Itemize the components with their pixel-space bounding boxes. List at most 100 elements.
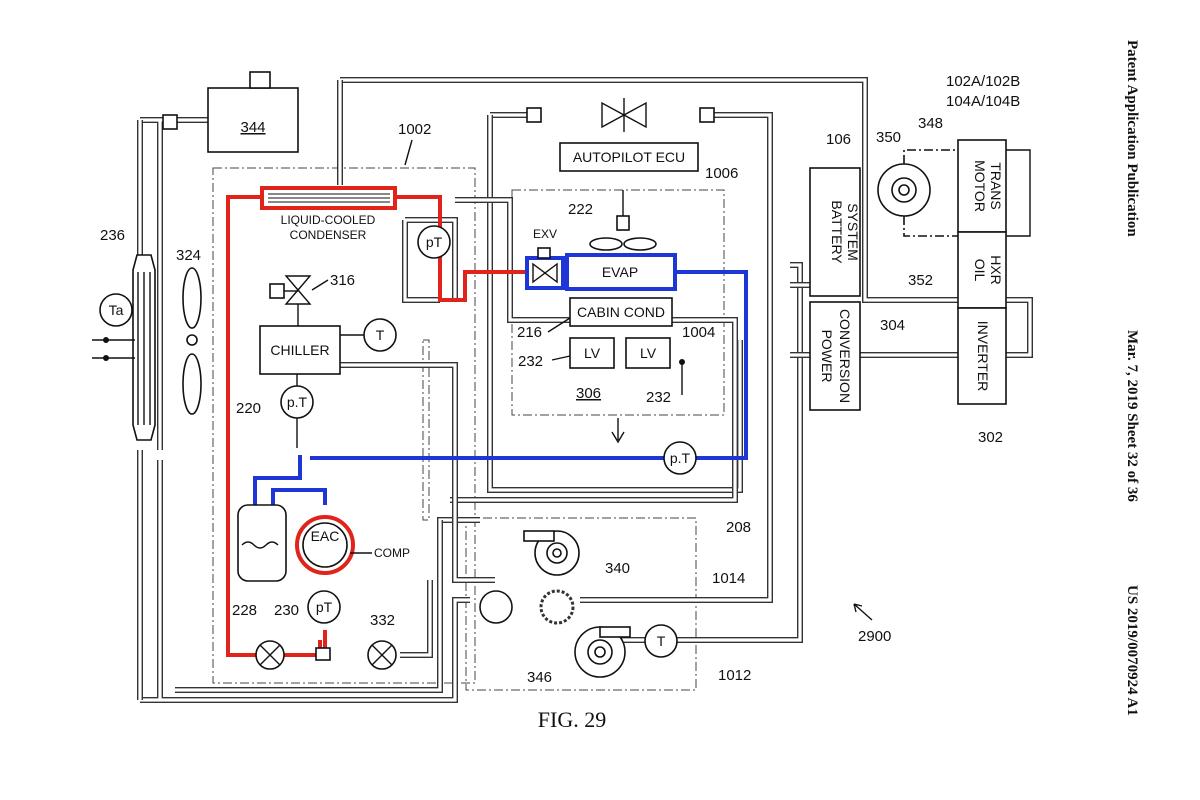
ref-208: 208 <box>726 519 751 536</box>
pump-340 <box>523 530 580 576</box>
evap <box>565 253 677 291</box>
top-expansion-valve <box>601 98 647 132</box>
ref-346: 346 <box>527 669 552 686</box>
power-conv-label-1: POWER <box>819 330 835 383</box>
t-sensor-chiller-label: T <box>376 327 385 343</box>
chiller-label: CHILLER <box>270 342 329 358</box>
ambient-temp-label: Ta <box>109 302 124 318</box>
motor-label-2: TRANS <box>988 162 1004 209</box>
ref-332: 332 <box>370 612 395 629</box>
comp-label: COMP <box>374 546 410 560</box>
header-number: US 2019/0070924 A1 <box>1124 585 1140 716</box>
tee-radiator <box>162 114 178 130</box>
chiller <box>259 325 341 375</box>
ref-232b: 232 <box>646 389 671 406</box>
ref-316: 316 <box>330 272 355 289</box>
ref-1012: 1012 <box>718 667 751 684</box>
cabin-fan-icon <box>589 190 657 251</box>
exv-actuator <box>537 247 551 259</box>
ref-324: 324 <box>176 247 201 264</box>
pump-350 <box>877 149 1031 237</box>
module-1002-boundary <box>212 167 476 684</box>
ref-1006: 1006 <box>705 165 738 182</box>
reservoir-circle <box>479 590 513 624</box>
reference-numerals: 1002 1006 222 316 216 1004 232 232 306 2… <box>100 73 1020 686</box>
tee-230 <box>315 647 331 661</box>
ref-2900: 2900 <box>858 628 891 645</box>
cabin-cond-label: CABIN COND <box>577 304 665 320</box>
ref-106: 106 <box>826 131 851 148</box>
accumulator-liquid-level <box>241 541 279 549</box>
figure-caption: FIG. 29 <box>538 707 606 732</box>
oil-hxr <box>957 231 1007 309</box>
condenser-fins <box>268 193 390 203</box>
ref-350: 350 <box>876 129 901 146</box>
box-344-cap <box>249 71 271 89</box>
ref-236: 236 <box>100 227 125 244</box>
ref-104: 104A/104B <box>946 93 1020 110</box>
inverter <box>957 307 1007 405</box>
accumulator-228 <box>237 504 287 582</box>
valve-316 <box>269 275 312 326</box>
ref-348: 348 <box>918 115 943 132</box>
condenser-label-1: LIQUID-COOLED <box>281 213 376 227</box>
autopilot-ecu-label: AUTOPILOT ECU <box>573 149 685 165</box>
radiator-fan-icon <box>182 267 202 415</box>
autopilot-ecu <box>559 142 699 172</box>
pt-sensor-return <box>663 441 697 475</box>
pump-346 <box>574 626 631 678</box>
oil-hxr-label-1: OIL <box>972 259 988 282</box>
ref-1014: 1014 <box>712 570 745 587</box>
ref-1002: 1002 <box>398 121 431 138</box>
cabin-cond <box>569 297 673 327</box>
power-conversion <box>809 301 861 411</box>
ref-220: 220 <box>236 400 261 417</box>
battery-system <box>809 167 861 297</box>
lv-right-label: LV <box>640 345 657 361</box>
lv-box-left <box>569 337 615 369</box>
inverter-label: INVERTER <box>975 321 991 392</box>
pt-sensor-condenser-label: pT <box>426 234 443 250</box>
ref-228: 228 <box>232 602 257 619</box>
condenser-label-2: CONDENSER <box>290 228 367 242</box>
ref-216: 216 <box>517 324 542 341</box>
patent-header: Patent Application Publication Mar. 7, 2… <box>1124 40 1140 716</box>
tee-left-top <box>526 107 542 123</box>
cabin-outflow-arrow <box>611 418 625 444</box>
ref-352: 352 <box>908 272 933 289</box>
lv-box-right <box>625 337 671 369</box>
battery-label-2: SYSTEM <box>845 203 861 261</box>
exv-symbol <box>532 262 558 284</box>
valve-x-left <box>255 640 285 670</box>
motor-label-1: MOTOR <box>972 160 988 212</box>
lv-left-label: LV <box>584 345 601 361</box>
evap-label: EVAP <box>602 264 638 280</box>
power-conv-label-2: CONVERSION <box>837 309 853 403</box>
header-publication: Patent Application Publication <box>1124 40 1140 237</box>
hot-refrigerant-loop <box>226 195 525 657</box>
box-344 <box>207 87 299 153</box>
ref-302: 302 <box>978 429 1003 446</box>
ambient-temp-sensor <box>99 293 133 327</box>
ref-306: 306 <box>576 385 601 402</box>
t-sensor-208 <box>644 624 678 658</box>
pt-sensor-332 <box>307 590 341 624</box>
oil-hxr-label-2: HXR <box>988 255 1004 285</box>
pt-sensor-332-label: pT <box>316 599 333 615</box>
eac-label: EAC <box>311 528 340 544</box>
valve-x-right <box>367 640 397 670</box>
pt-sensor-return-label: p.T <box>670 450 691 466</box>
ref-1004: 1004 <box>682 324 715 341</box>
pt-sensor-condenser <box>417 225 451 259</box>
sensor-leads <box>92 337 135 361</box>
module-306-inner <box>422 339 430 521</box>
sensor-1004-dot <box>679 359 685 365</box>
four-way-valve <box>539 589 575 625</box>
radiator-236 <box>132 254 156 441</box>
ref-222: 222 <box>568 201 593 218</box>
eac-inner <box>302 522 348 568</box>
module-208-boundary <box>465 517 697 691</box>
ref-230: 230 <box>274 602 299 619</box>
ref-232a: 232 <box>518 353 543 370</box>
